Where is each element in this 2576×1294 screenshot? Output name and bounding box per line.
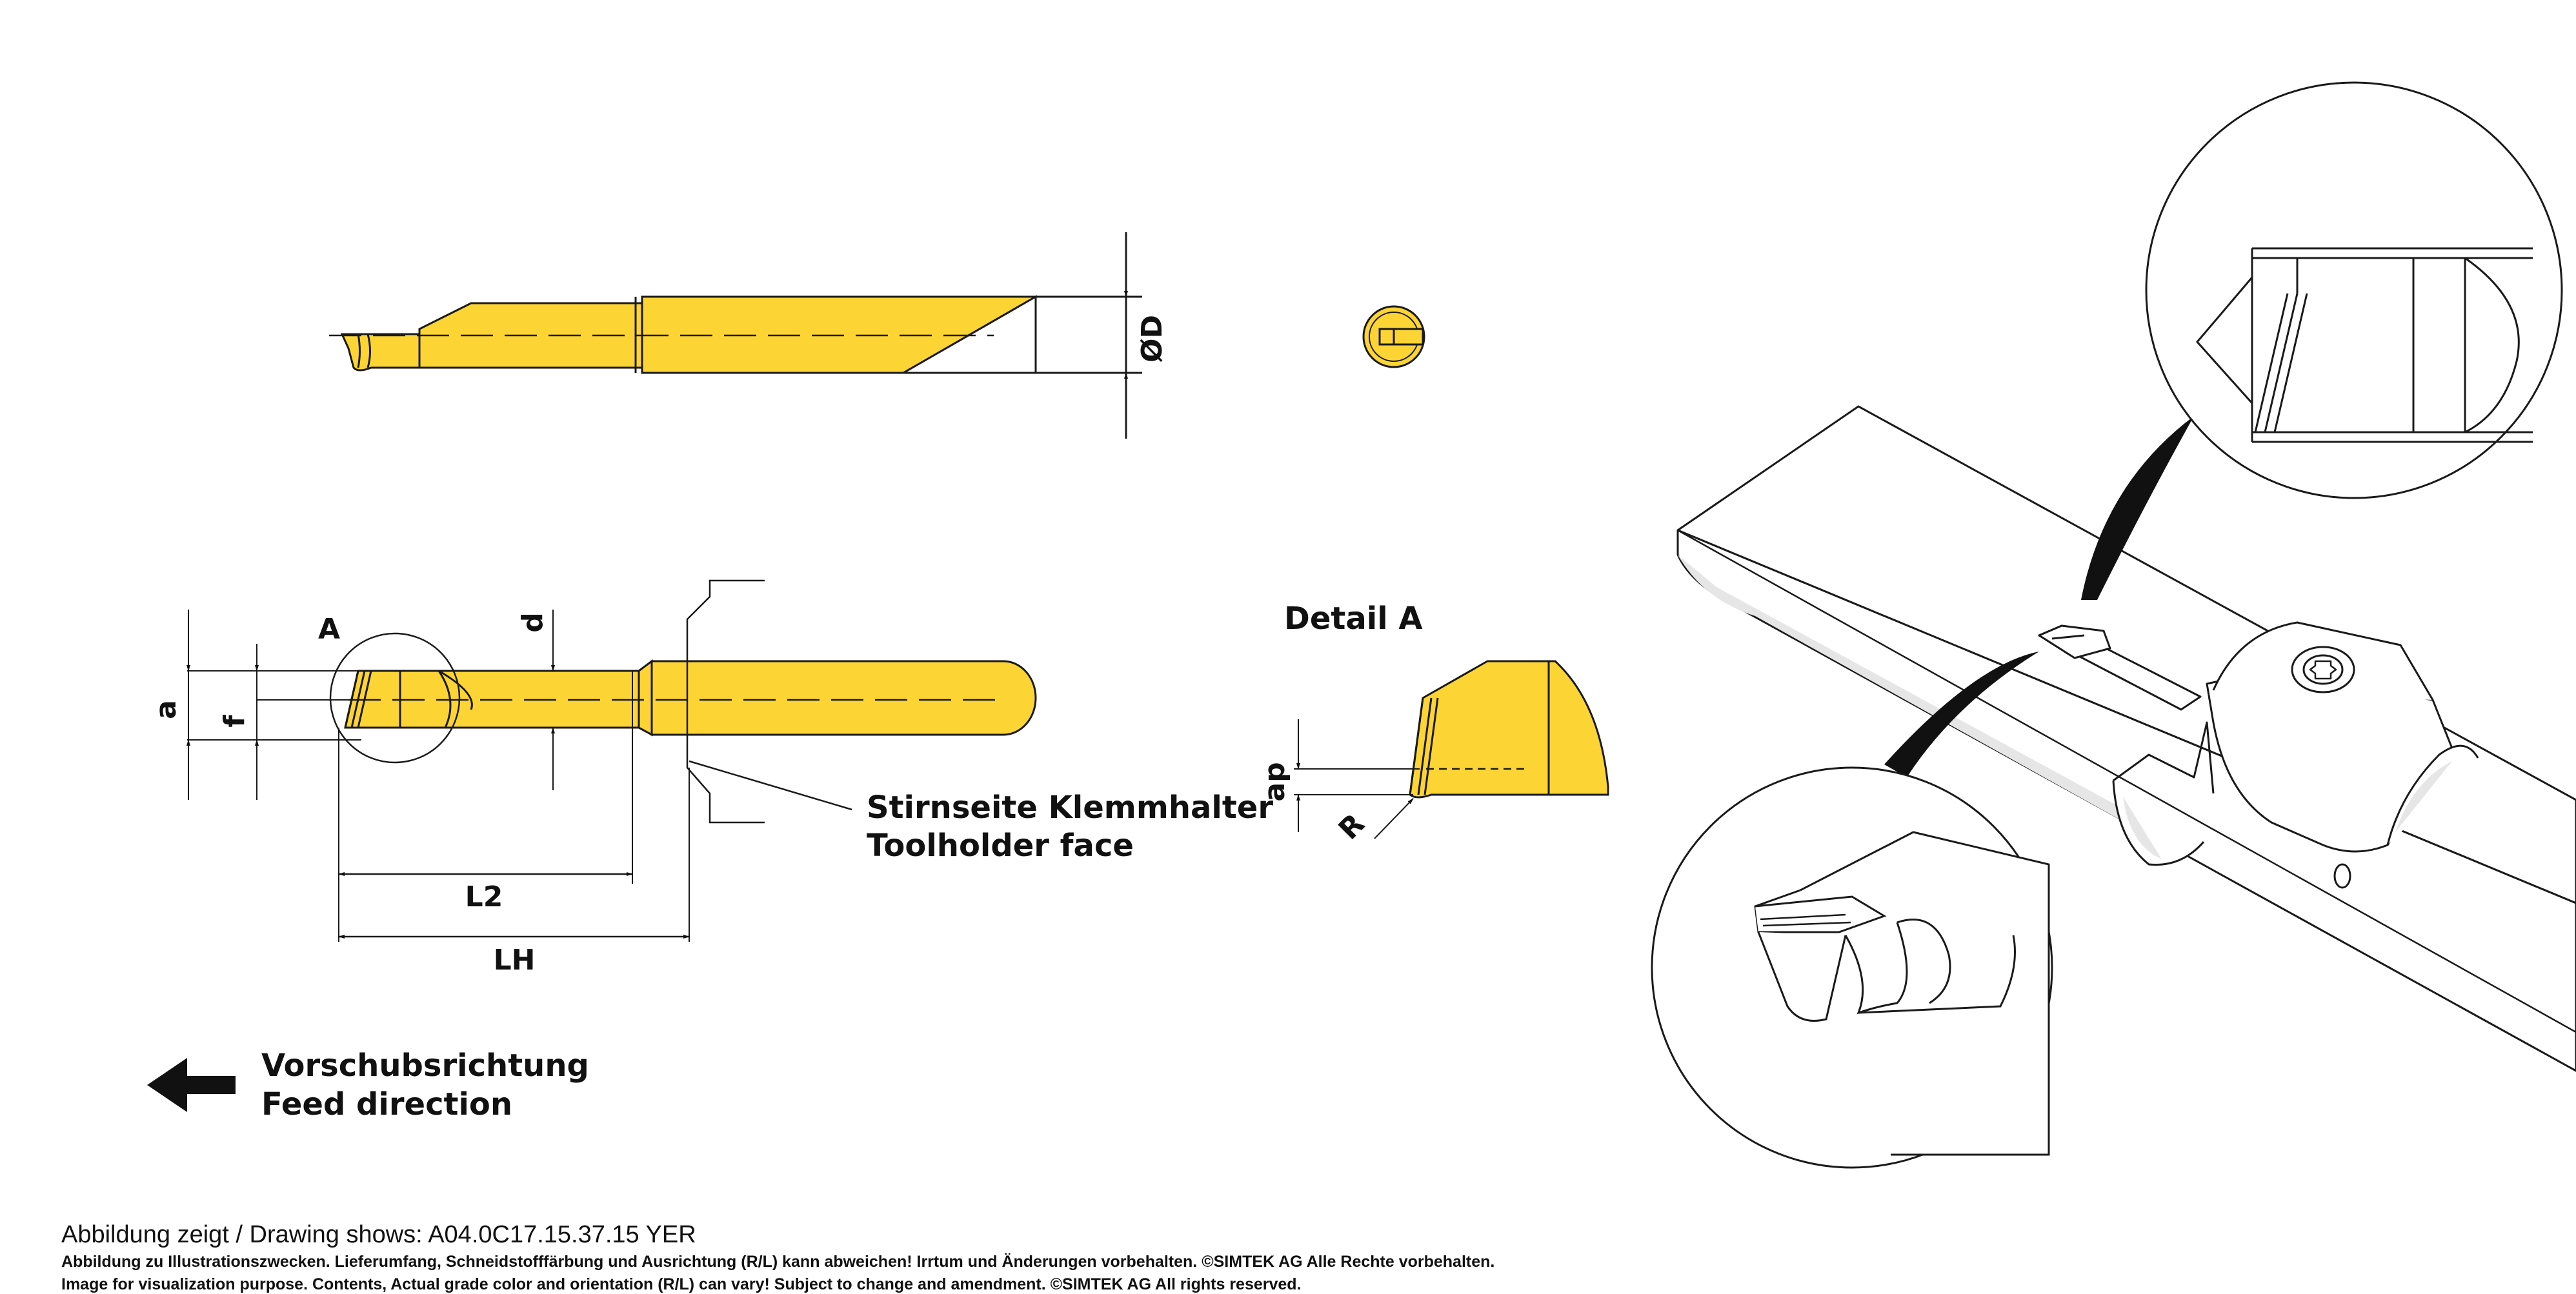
zoom-detail-upper — [2081, 81, 2563, 600]
detail-a-title: Detail A — [1284, 601, 1423, 637]
detail-a-insert — [1409, 660, 1609, 799]
dim-d-label: d — [516, 612, 549, 633]
side-view — [186, 579, 1037, 942]
dim-f-label: f — [218, 715, 251, 728]
detail-a — [1294, 660, 1609, 839]
zoom-detail-lower — [1651, 652, 2053, 1169]
disclaimer-en: Image for visualization purpose. Content… — [61, 1275, 1302, 1293]
end-view — [1362, 305, 1425, 368]
dim-R-label: R — [1333, 808, 1371, 846]
feed-direction-de: Vorschubsrichtung — [261, 1048, 589, 1084]
arrow-left-icon — [147, 1058, 236, 1112]
disclaimer-de: Abbildung zu Illustrationszwecken. Liefe… — [61, 1253, 1495, 1271]
detail-a-callout: A — [318, 613, 340, 646]
dim-L2-label: L2 — [465, 881, 503, 913]
dim-ap-label: ap — [1258, 762, 1291, 801]
side-view-shank — [650, 660, 1037, 736]
top-view-tip — [340, 333, 421, 372]
feed-direction-en: Feed direction — [261, 1086, 512, 1122]
toolholder-face-label-de: Stirnseite Klemmhalter — [867, 790, 1273, 826]
toolholder-face-label-en: Toolholder face — [867, 828, 1134, 864]
dim-LH-label: LH — [494, 944, 536, 977]
top-view — [329, 232, 1142, 439]
drawing-shows-caption: Abbildung zeigt / Drawing shows: A04.0C1… — [61, 1221, 696, 1248]
isometric-toolholder — [1676, 405, 2576, 1072]
side-view-neck — [399, 659, 653, 737]
dim-D-label: ØD — [1136, 315, 1169, 363]
detail-a-circle — [329, 632, 461, 764]
dim-a-label: a — [150, 700, 183, 719]
